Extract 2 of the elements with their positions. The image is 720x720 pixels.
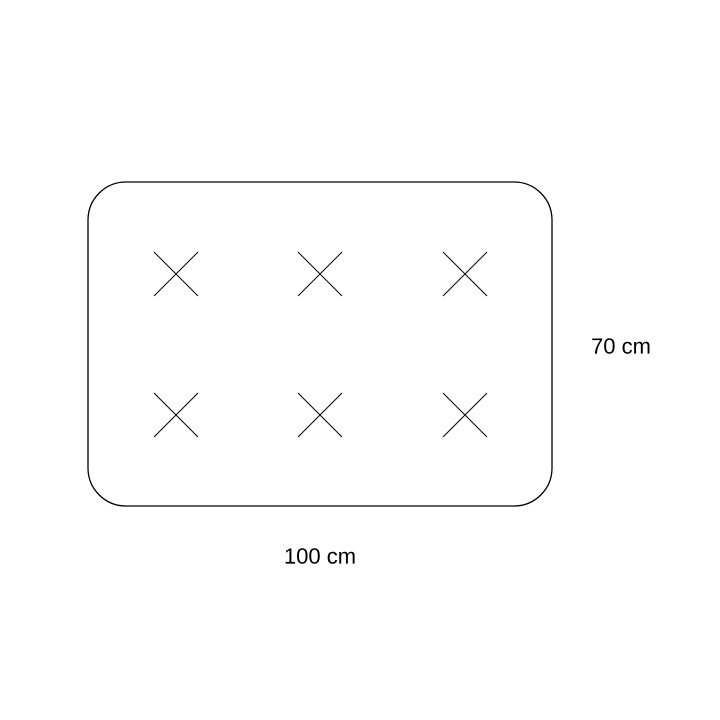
dimension-label: 100 cm [286, 548, 355, 564]
dimension-label: 70 cm [592, 338, 650, 354]
